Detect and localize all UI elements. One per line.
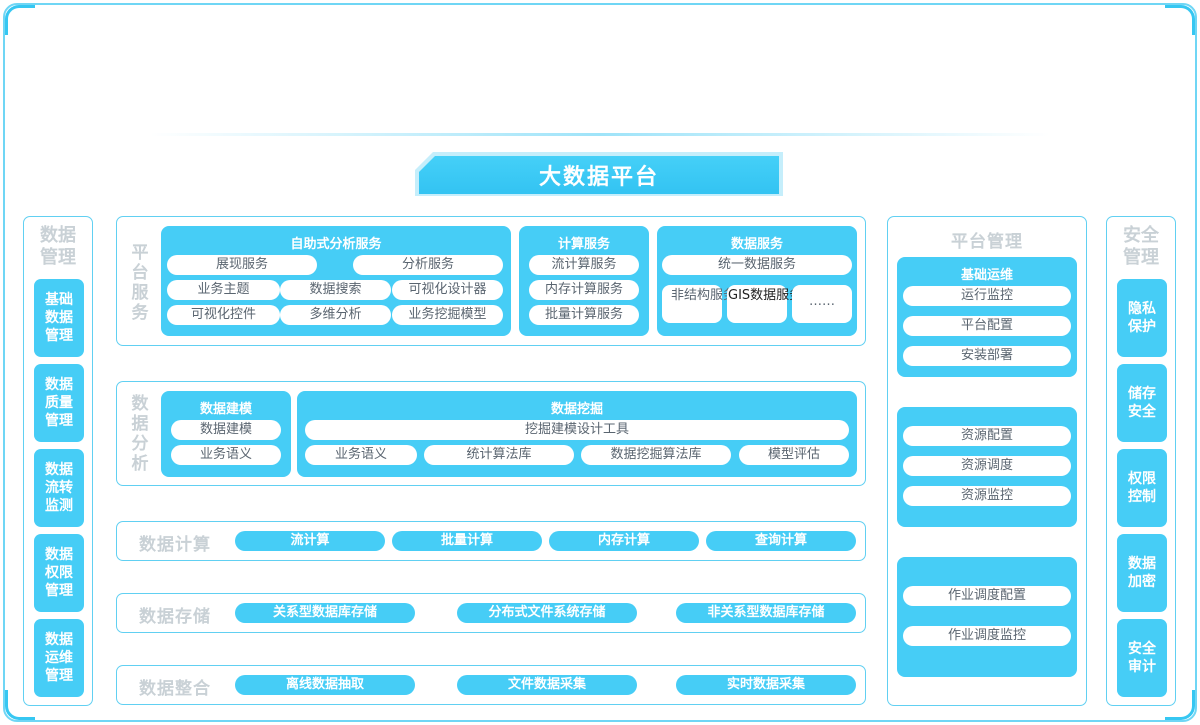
data-compute-label: 数据计算 (139, 535, 211, 555)
data-mining-block: 数据挖掘 挖掘建模设计工具 业务语义 统计算法库 数据挖掘算法库 模型评估 (297, 391, 857, 477)
data-storage-panel: 数据存储 关系型数据库存储 分布式文件系统存储 非关系型数据库存储 (116, 593, 866, 633)
offline-extraction-item[interactable]: 离线数据抽取 (235, 675, 415, 695)
platform-configuration-item[interactable]: 平台配置 (903, 316, 1071, 336)
gis-data-service-item[interactable]: GIS数据服务 (727, 285, 802, 323)
unified-data-service-item[interactable]: 统一数据服务 (662, 255, 852, 275)
distributed-fs-storage-item[interactable]: 分布式文件系统存储 (457, 603, 637, 623)
security-management-label: 安全管理 (1123, 225, 1159, 268)
data-modeling-block: 数据建模 数据建模 业务语义 (161, 391, 291, 477)
basic-ops-block: 基础运维 运行监控 平台配置 安装部署 (897, 257, 1077, 377)
data-service-title: 数据服务 (730, 237, 783, 252)
multidimensional-analysis-item[interactable]: 多维分析 (280, 305, 391, 325)
job-scheduling-monitor-item[interactable]: 作业调度监控 (903, 626, 1071, 646)
data-ops-management-button[interactable]: 数据运维管理 (34, 619, 84, 697)
title-banner: 大数据平台 (415, 152, 783, 196)
platform-management-label: 平台管理 (951, 232, 1023, 252)
statistical-algorithm-library-item[interactable]: 统计算法库 (424, 445, 574, 465)
data-mining-algorithm-library-item[interactable]: 数据挖掘算法库 (581, 445, 731, 465)
data-storage-label: 数据存储 (139, 607, 211, 627)
batch-compute-service-item[interactable]: 批量计算服务 (529, 305, 639, 325)
data-service-block: 数据服务 统一数据服务 非结构服务 GIS数据服务 …… (657, 226, 857, 336)
security-audit-button[interactable]: 安全审计 (1117, 619, 1167, 697)
display-service-item[interactable]: 展现服务 (167, 255, 317, 275)
self-service-analysis-block: 自助式分析服务 展现服务 分析服务 业务主题 数据搜索 可视化设计器 可视化控件… (161, 226, 511, 336)
self-service-analysis-title: 自助式分析服务 (290, 237, 382, 252)
security-management-panel: 安全管理 隐私保护 储存安全 权限控制 数据加密 安全审计 (1106, 216, 1176, 706)
data-compute-panel: 数据计算 流计算 批量计算 内存计算 查询计算 (116, 521, 866, 561)
batch-compute-item[interactable]: 批量计算 (392, 531, 542, 551)
data-search-item[interactable]: 数据搜索 (280, 280, 391, 300)
visual-designer-item[interactable]: 可视化设计器 (392, 280, 503, 300)
basic-data-management-button[interactable]: 基础数据管理 (34, 279, 84, 357)
compute-service-block: 计算服务 流计算服务 内存计算服务 批量计算服务 (519, 226, 649, 336)
data-quality-management-button[interactable]: 数据质量管理 (34, 364, 84, 442)
data-analysis-panel: 数据分析 数据建模 数据建模 业务语义 数据挖掘 挖掘建模设计工具 业务语义 统… (116, 381, 866, 486)
data-integration-label: 数据整合 (139, 679, 211, 699)
permission-control-button[interactable]: 权限控制 (1117, 449, 1167, 527)
model-evaluation-item[interactable]: 模型评估 (739, 445, 849, 465)
title-glow-line (150, 133, 1050, 136)
data-management-panel: 数据管理 基础数据管理 数据质量管理 数据流转监测 数据权限管理 数据运维管理 (23, 216, 93, 706)
page-title: 大数据平台 (419, 156, 779, 194)
runtime-monitoring-item[interactable]: 运行监控 (903, 286, 1071, 306)
memory-compute-item[interactable]: 内存计算 (549, 531, 699, 551)
platform-services-label: 平台服务 (131, 243, 149, 323)
basic-ops-title: 基础运维 (960, 268, 1013, 283)
data-modeling-item[interactable]: 数据建模 (171, 420, 281, 440)
business-mining-model-item[interactable]: 业务挖掘模型 (392, 305, 503, 325)
unstructured-service-item[interactable]: 非结构服务 (662, 285, 736, 323)
compute-service-title: 计算服务 (557, 237, 610, 252)
data-integration-panel: 数据整合 离线数据抽取 文件数据采集 实时数据采集 (116, 665, 866, 705)
data-management-label: 数据管理 (40, 225, 76, 268)
corner-decoration (1165, 690, 1195, 720)
memory-compute-service-item[interactable]: 内存计算服务 (529, 280, 639, 300)
stream-compute-item[interactable]: 流计算 (235, 531, 385, 551)
mining-business-semantics-item[interactable]: 业务语义 (305, 445, 417, 465)
storage-security-button[interactable]: 储存安全 (1117, 364, 1167, 442)
more-services-item[interactable]: …… (792, 285, 852, 323)
query-compute-item[interactable]: 查询计算 (706, 531, 856, 551)
resource-configuration-item[interactable]: 资源配置 (903, 426, 1071, 446)
data-modeling-title: 数据建模 (199, 402, 252, 417)
stream-compute-service-item[interactable]: 流计算服务 (529, 255, 639, 275)
data-analysis-label: 数据分析 (131, 394, 149, 474)
data-mining-title: 数据挖掘 (550, 402, 603, 417)
resource-monitoring-item[interactable]: 资源监控 (903, 486, 1071, 506)
data-encryption-button[interactable]: 数据加密 (1117, 534, 1167, 612)
file-data-collection-item[interactable]: 文件数据采集 (457, 675, 637, 695)
platform-services-panel: 平台服务 自助式分析服务 展现服务 分析服务 业务主题 数据搜索 可视化设计器 … (116, 216, 866, 346)
corner-decoration (5, 690, 35, 720)
job-scheduling-config-item[interactable]: 作业调度配置 (903, 586, 1071, 606)
business-semantics-item[interactable]: 业务语义 (171, 445, 281, 465)
visual-controls-item[interactable]: 可视化控件 (167, 305, 280, 325)
platform-management-panel: 平台管理 基础运维 运行监控 平台配置 安装部署 资源配置 资源调度 资源监控 … (887, 216, 1087, 706)
nonrelational-db-storage-item[interactable]: 非关系型数据库存储 (676, 603, 856, 623)
data-permission-management-button[interactable]: 数据权限管理 (34, 534, 84, 612)
privacy-protection-button[interactable]: 隐私保护 (1117, 279, 1167, 357)
relational-db-storage-item[interactable]: 关系型数据库存储 (235, 603, 415, 623)
resource-block: 资源配置 资源调度 资源监控 (897, 407, 1077, 527)
business-topic-item[interactable]: 业务主题 (167, 280, 280, 300)
resource-scheduling-item[interactable]: 资源调度 (903, 456, 1071, 476)
corner-decoration (5, 5, 35, 35)
realtime-data-collection-item[interactable]: 实时数据采集 (676, 675, 856, 695)
data-flow-monitoring-button[interactable]: 数据流转监测 (34, 449, 84, 527)
job-scheduling-block: 作业调度配置 作业调度监控 (897, 557, 1077, 677)
install-deploy-item[interactable]: 安装部署 (903, 346, 1071, 366)
analysis-service-item[interactable]: 分析服务 (353, 255, 503, 275)
mining-model-design-tool-item[interactable]: 挖掘建模设计工具 (305, 420, 849, 440)
corner-decoration (1165, 5, 1195, 35)
